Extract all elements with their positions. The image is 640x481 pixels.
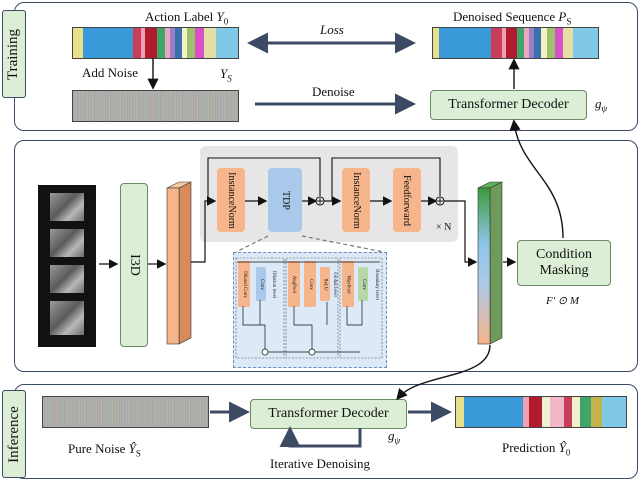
training-transformer-decoder: Transformer Decoder xyxy=(430,90,587,120)
dilated-conv-box: Dilated Conv xyxy=(238,261,250,307)
segment xyxy=(141,28,145,58)
i3d-box: I3D xyxy=(120,183,148,347)
tdp-detail-flow xyxy=(237,261,380,356)
training-g-psi: gψ xyxy=(595,96,608,114)
segment xyxy=(203,28,216,58)
prediction-label: Prediction Ŷ0 xyxy=(502,440,571,458)
segment xyxy=(547,28,556,58)
iterative-loop-arrow xyxy=(279,426,362,448)
video-frame-1 xyxy=(50,193,84,221)
inference-transformer-decoder: Transformer Decoder xyxy=(250,399,407,429)
feedforward-box: Feedforward xyxy=(393,168,421,232)
segment xyxy=(433,28,440,58)
pure-noise-sequence xyxy=(42,396,209,428)
zoom-line-right xyxy=(301,235,385,253)
segment xyxy=(175,28,182,58)
segment xyxy=(169,28,176,58)
iterative-denoising-label: Iterative Denoising xyxy=(270,456,370,471)
segment xyxy=(580,397,591,427)
video-frame-4 xyxy=(50,301,84,335)
times-n-label: × N xyxy=(436,222,452,233)
encoder-to-inference-arrow xyxy=(396,344,491,401)
segment xyxy=(601,397,626,427)
conv-b-box: Conv xyxy=(358,267,368,301)
f-prime-bar-shape xyxy=(477,181,503,345)
tdp-detail-panel: Dilated Conv Conv Dilation level AvgPool… xyxy=(233,252,387,368)
segment xyxy=(590,397,602,427)
denoised-sequence-title: Denoised Sequence PS xyxy=(453,9,572,27)
segment xyxy=(573,28,598,58)
noisy-sequence xyxy=(72,90,239,122)
video-frame-2 xyxy=(50,229,84,257)
masking-to-decoder-arrow xyxy=(509,119,564,239)
tdp-box: TDP xyxy=(268,168,302,232)
prediction-sequence xyxy=(455,396,627,428)
segment xyxy=(73,28,84,58)
segment xyxy=(529,28,535,58)
condition-masking-box: Condition Masking xyxy=(517,240,611,286)
segment xyxy=(572,397,581,427)
segment xyxy=(144,28,157,58)
segment xyxy=(439,28,492,58)
segment xyxy=(491,28,502,58)
segment xyxy=(456,397,465,427)
segment xyxy=(540,28,548,58)
residual-1 xyxy=(207,157,321,201)
block-to-f-prime xyxy=(444,200,478,267)
residual-2 xyxy=(331,157,441,201)
pure-noise-label: Pure Noise ŶS xyxy=(68,441,141,459)
relu-box: ReLU xyxy=(320,267,330,301)
segment xyxy=(156,28,165,58)
segment xyxy=(194,28,204,58)
segment xyxy=(534,28,541,58)
segment xyxy=(215,28,238,58)
denoised-sequence xyxy=(432,27,599,59)
segment xyxy=(83,28,134,58)
training-tab: Training xyxy=(2,10,26,98)
action-label-title: Action Label Y0 xyxy=(145,9,229,27)
segment xyxy=(555,28,563,58)
segment xyxy=(464,397,524,427)
add-noise-label: Add Noise xyxy=(82,65,138,80)
inference-tab: Inference xyxy=(2,390,26,478)
conv-p-box: Conv xyxy=(256,267,266,301)
ys-label: YS xyxy=(220,66,232,84)
inference-g-psi: gψ xyxy=(388,428,401,446)
maxpool-box: MaxPool xyxy=(342,261,354,307)
segment xyxy=(186,28,195,58)
f-bar-shape xyxy=(166,181,192,345)
segment xyxy=(164,28,170,58)
segment xyxy=(550,397,564,427)
segment xyxy=(523,28,530,58)
video-frame-3 xyxy=(50,265,84,293)
segment xyxy=(181,28,187,58)
segment xyxy=(517,28,524,58)
segment xyxy=(562,28,574,58)
segment xyxy=(563,397,572,427)
segment xyxy=(133,28,142,58)
masking-formula: F′ ⊙ M xyxy=(546,295,580,307)
action-label-sequence xyxy=(72,27,239,59)
f-to-block-line xyxy=(191,196,217,263)
segment xyxy=(501,28,506,58)
zoom-line-left xyxy=(235,235,269,253)
segment xyxy=(528,397,543,427)
segment xyxy=(542,397,551,427)
avgpool-box: AvgPool xyxy=(288,261,300,307)
segment xyxy=(523,397,529,427)
instance-norm-1: InstanceNorm xyxy=(217,168,245,232)
denoise-label: Denoise xyxy=(312,84,355,99)
instance-norm-2: InstanceNorm xyxy=(342,168,370,232)
segment xyxy=(505,28,518,58)
tdp-detail-lines xyxy=(235,257,383,359)
conv-p2-box: Conv xyxy=(304,261,316,307)
video-film-strip xyxy=(38,185,96,347)
